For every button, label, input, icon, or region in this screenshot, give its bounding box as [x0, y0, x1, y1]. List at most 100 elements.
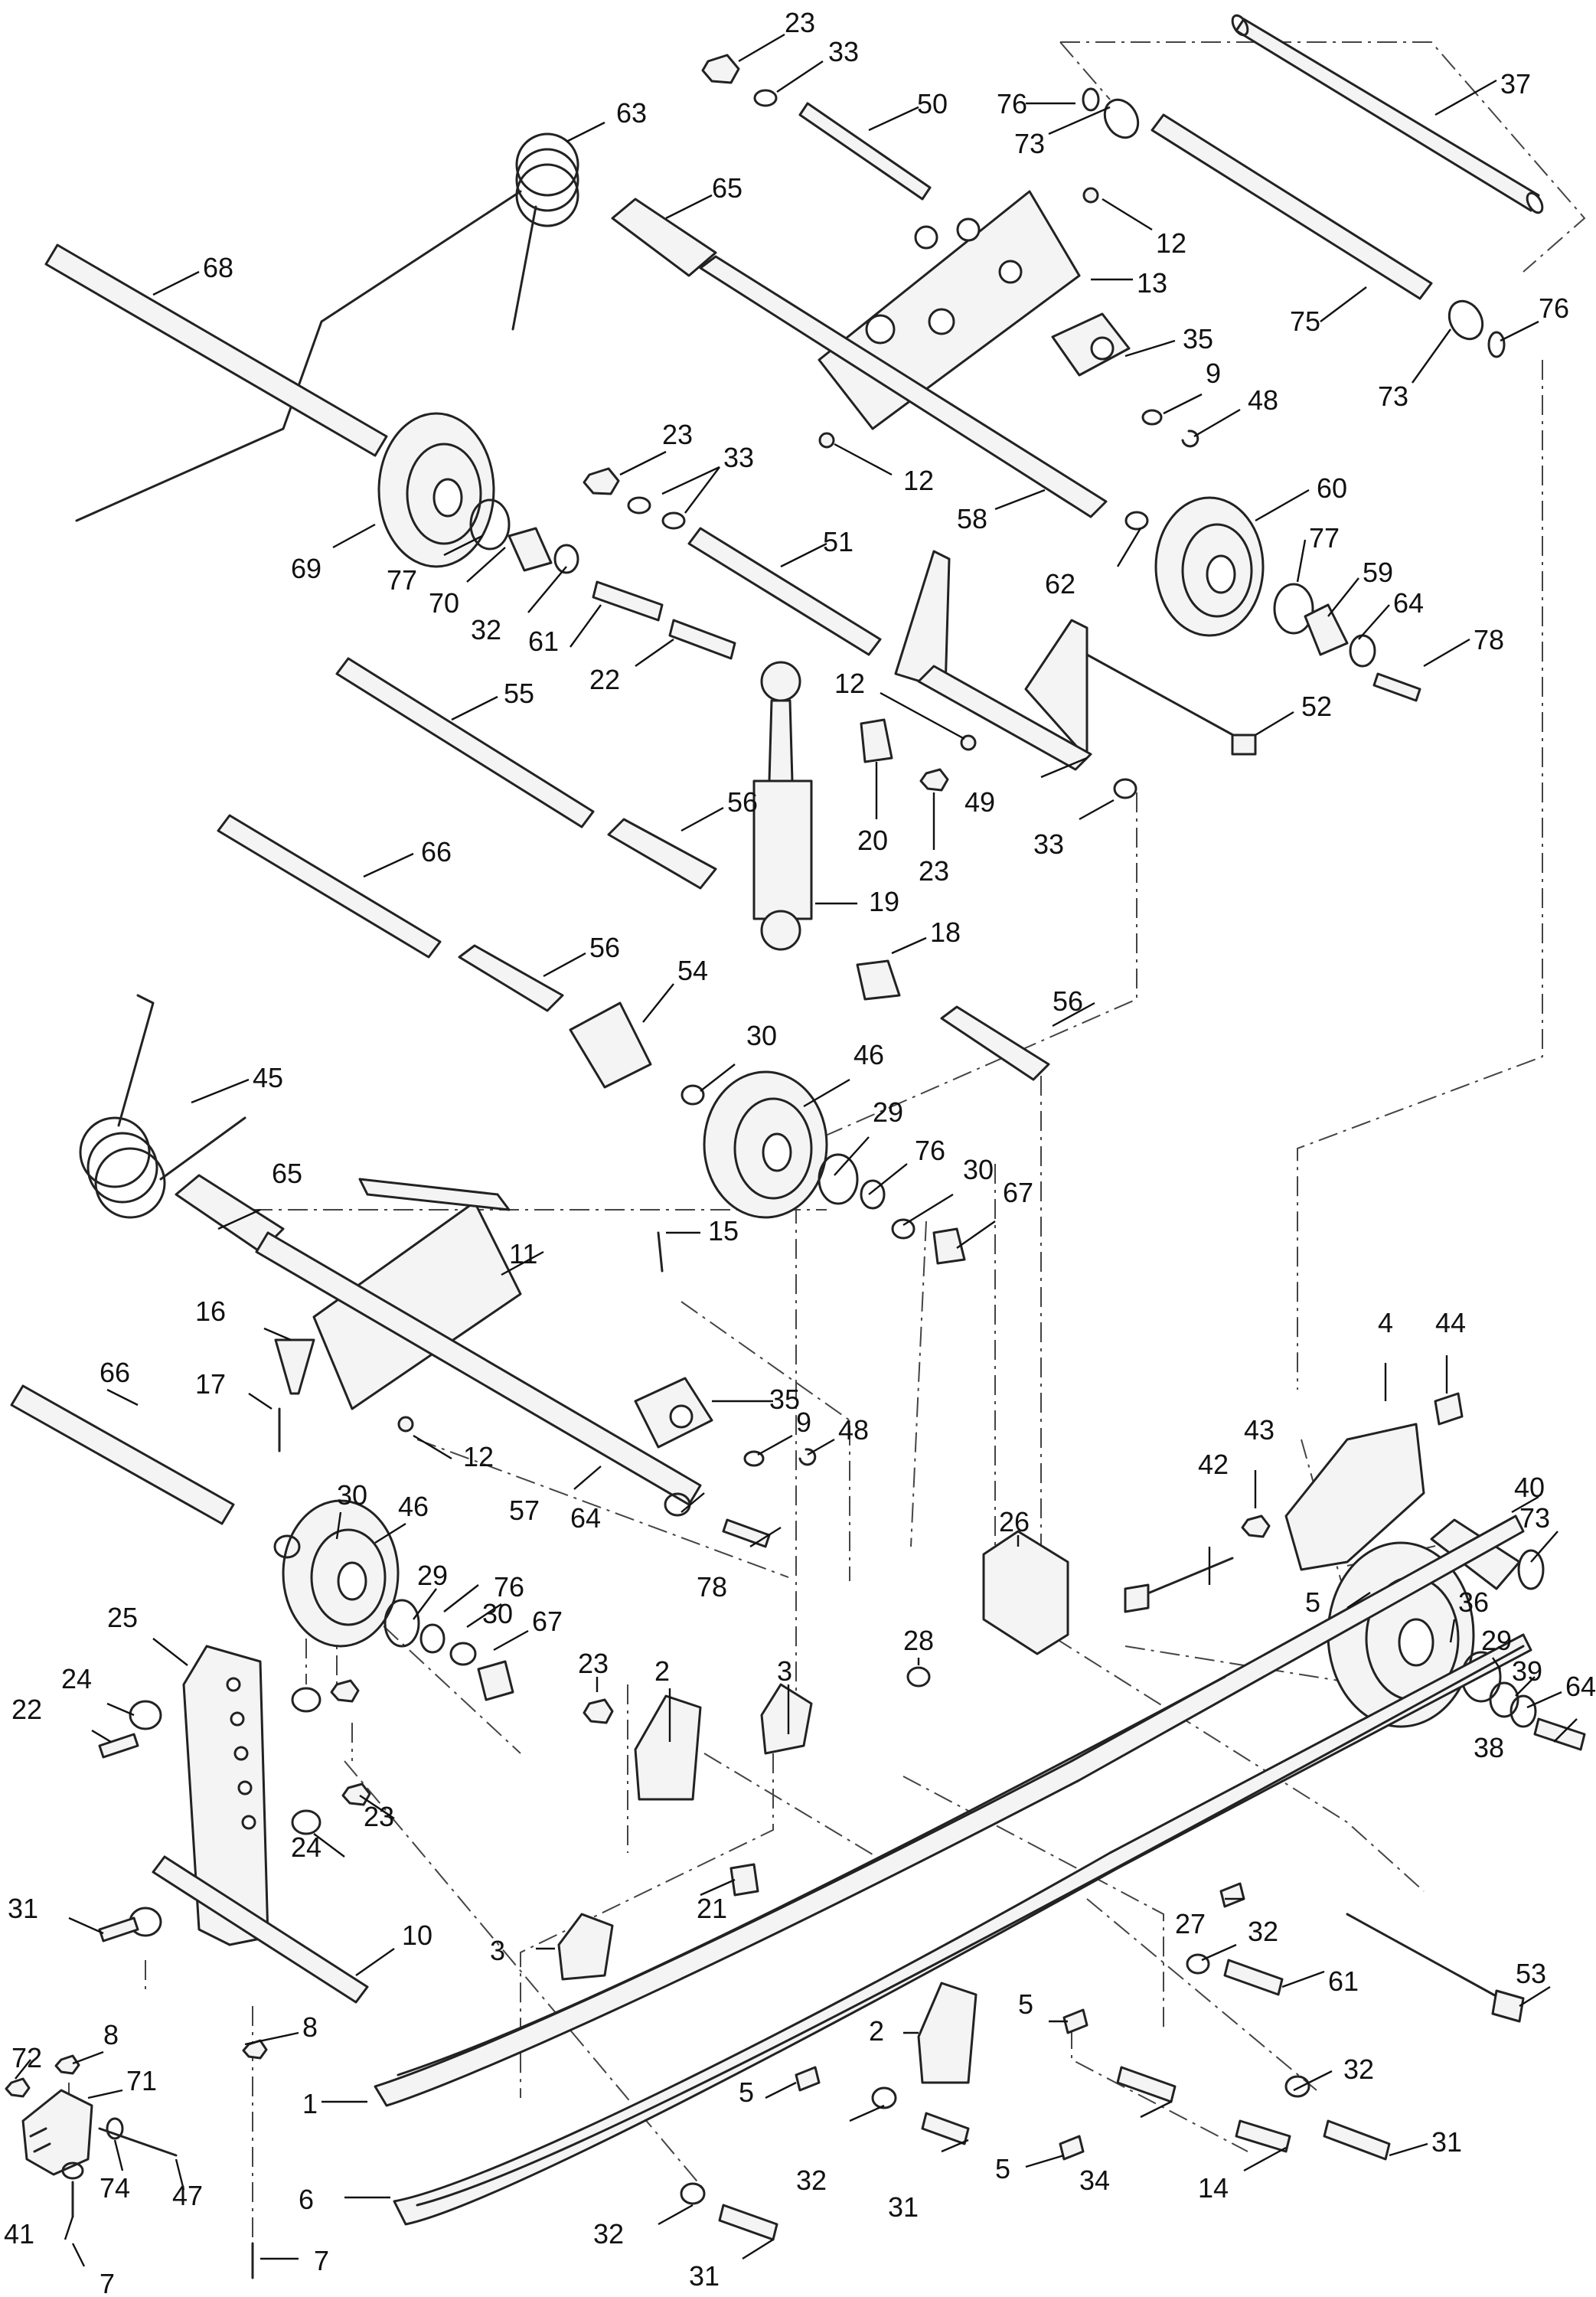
callout-29: 29 [1481, 1625, 1512, 1656]
part-46-wheel [703, 1070, 828, 1219]
callout-5: 5 [739, 2076, 754, 2108]
callout-56: 56 [727, 786, 758, 818]
callout-2: 2 [869, 2015, 884, 2047]
callout-23: 23 [364, 1801, 394, 1832]
callout-63: 63 [616, 97, 647, 129]
part-2-bracket [634, 1694, 702, 1801]
callout-37: 37 [1500, 68, 1531, 100]
callout-67: 67 [532, 1606, 563, 1637]
callout-12: 12 [903, 465, 934, 496]
callout-73: 73 [1519, 1502, 1550, 1534]
callout-54: 54 [677, 955, 708, 986]
part-6-rail [393, 1633, 1532, 2226]
callout-76: 76 [915, 1135, 945, 1166]
part-54-block [569, 1001, 652, 1089]
callout-61: 61 [528, 626, 559, 657]
callout-55: 55 [504, 678, 534, 709]
callout-24: 24 [291, 1831, 321, 1863]
callout-33: 33 [1033, 828, 1064, 860]
callout-48: 48 [838, 1414, 869, 1446]
callout-78: 78 [1474, 624, 1504, 655]
callout-30: 30 [963, 1154, 994, 1185]
part-1-rail [374, 1514, 1525, 2107]
callout-44: 44 [1435, 1307, 1466, 1338]
callout-29: 29 [873, 1096, 903, 1128]
part-78-bolt [1372, 672, 1421, 702]
callout-77: 77 [387, 564, 417, 596]
part-63-spring [75, 132, 579, 522]
callout-33: 33 [828, 36, 859, 67]
callout-22: 22 [11, 1694, 42, 1725]
callout-34: 34 [1079, 2165, 1110, 2196]
callout-14: 14 [1198, 2172, 1229, 2204]
part-37-tube [1235, 18, 1540, 212]
part-71-shoe [21, 2089, 93, 2176]
part-3-bracket [760, 1683, 813, 1755]
callout-50: 50 [917, 88, 948, 119]
parts-artwork [5, 14, 1586, 2279]
callout-57: 57 [509, 1495, 540, 1526]
callout-30: 30 [337, 1479, 367, 1511]
callout-19: 19 [869, 886, 899, 917]
callout-70: 70 [429, 587, 459, 619]
part-35-block [1051, 312, 1131, 377]
callout-3: 3 [777, 1655, 792, 1687]
callout-47: 47 [172, 2180, 203, 2211]
callout-5: 5 [1018, 1988, 1033, 2020]
callout-31: 31 [1431, 2126, 1462, 2158]
callout-28: 28 [903, 1625, 934, 1656]
callout-32: 32 [471, 614, 501, 645]
callout-77: 77 [1309, 522, 1340, 554]
callout-11: 11 [509, 1238, 537, 1269]
part-10-axle [152, 1855, 369, 2004]
part-77-bearing [1273, 583, 1314, 635]
callout-24: 24 [61, 1663, 92, 1694]
callout-3: 3 [490, 1935, 505, 1966]
part-23-nut [701, 54, 740, 84]
callout-78: 78 [697, 1571, 727, 1603]
part-46-wheel-lower [282, 1499, 400, 1648]
callout-64: 64 [1565, 1671, 1596, 1702]
part-66-rod [217, 814, 442, 959]
callout-7: 7 [100, 2268, 115, 2297]
callout-41: 41 [4, 2218, 34, 2250]
callout-52: 52 [1301, 691, 1332, 722]
part-55-rod [335, 657, 595, 828]
callout-31: 31 [888, 2191, 919, 2223]
callout-35: 35 [1183, 323, 1213, 355]
callout-17: 17 [195, 1368, 226, 1400]
callout-32: 32 [593, 2218, 624, 2250]
callout-31: 31 [689, 2260, 720, 2292]
callout-69: 69 [291, 553, 321, 584]
callout-76: 76 [997, 88, 1027, 119]
callout-18: 18 [930, 917, 961, 948]
callout-73: 73 [1378, 381, 1408, 412]
callout-53: 53 [1516, 1958, 1546, 1989]
part-45-spring [79, 994, 246, 1219]
callout-66: 66 [421, 836, 452, 868]
part-68-rod [44, 243, 388, 457]
callout-75: 75 [1290, 306, 1320, 337]
callout-58: 58 [957, 503, 987, 534]
part-19-shock [752, 661, 813, 951]
part-2-bracket-b [917, 1982, 978, 2084]
callout-23: 23 [578, 1648, 609, 1679]
part-50-pin [798, 102, 932, 201]
callout-23: 23 [785, 7, 815, 38]
callout-4: 4 [1378, 1307, 1393, 1338]
part-60-wheel [1154, 496, 1265, 637]
callout-1: 1 [302, 2088, 318, 2119]
callout-12: 12 [834, 668, 865, 699]
callout-31: 31 [8, 1893, 38, 1924]
callout-23: 23 [662, 419, 693, 450]
callout-59: 59 [1363, 557, 1393, 588]
callout-13: 13 [1137, 267, 1167, 299]
part-4-block [1284, 1423, 1425, 1571]
callout-39: 39 [1512, 1655, 1542, 1687]
callout-56: 56 [589, 932, 620, 963]
part-33-washer [753, 89, 778, 107]
callout-27: 27 [1175, 1908, 1206, 1939]
part-56-bushing [607, 818, 717, 890]
callout-38: 38 [1474, 1732, 1504, 1763]
